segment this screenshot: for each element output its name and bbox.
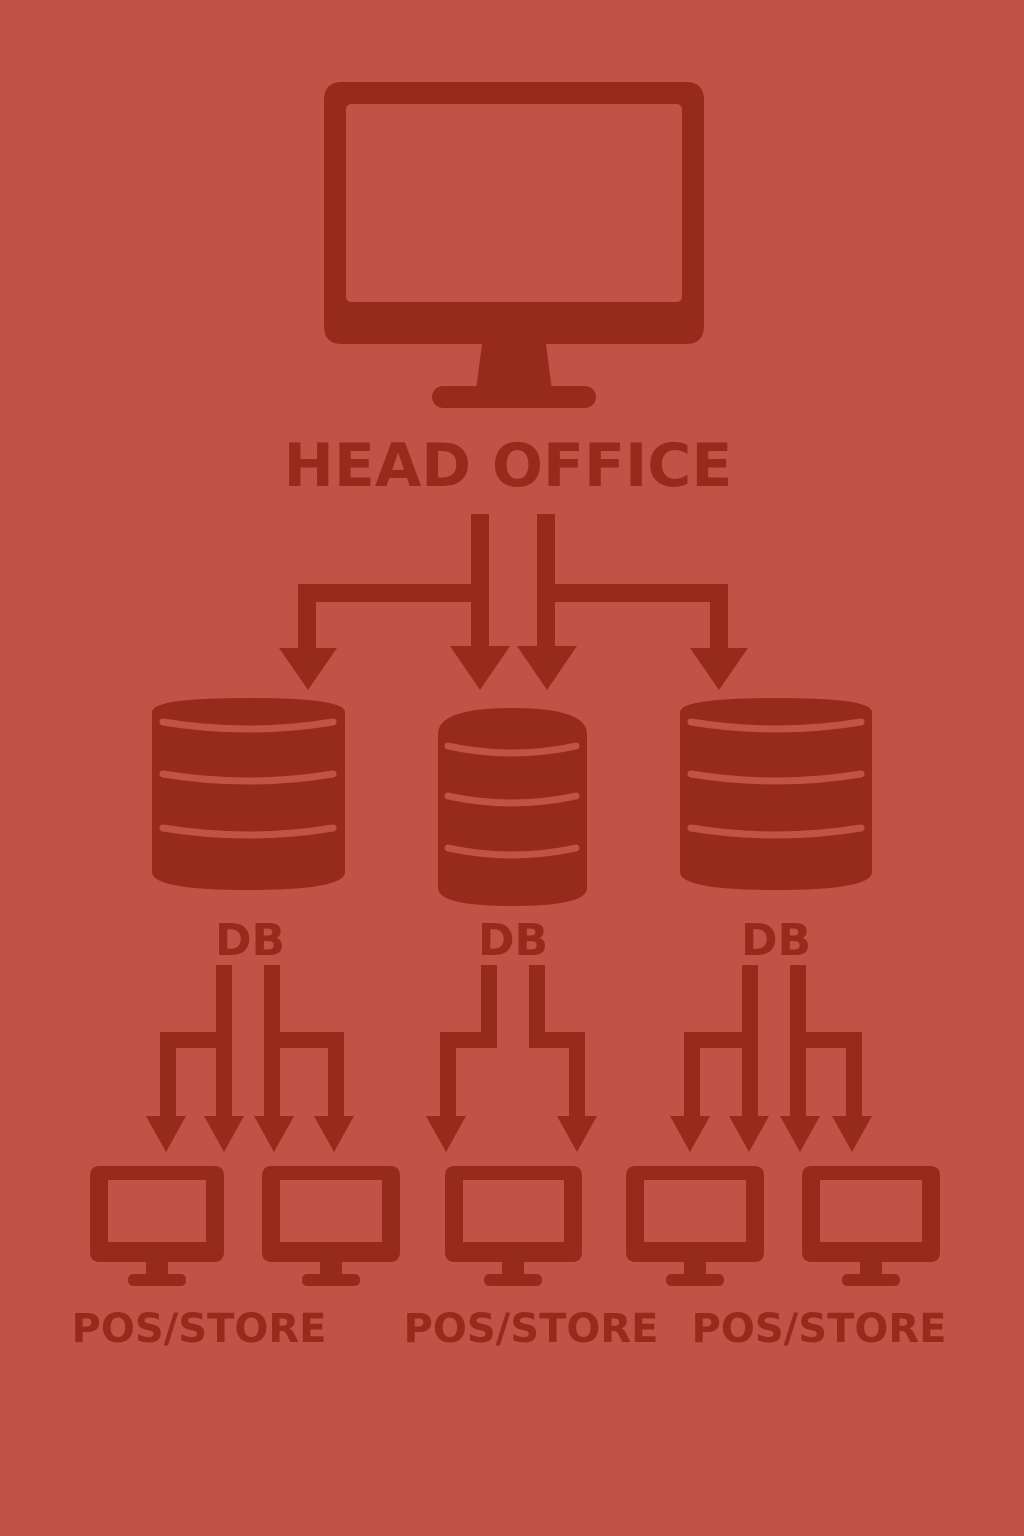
store-monitor-icon-2	[262, 1166, 400, 1286]
db-label-3: DB	[741, 915, 811, 966]
database-icon-2	[438, 708, 587, 906]
store-label-1: POS/STORE	[72, 1306, 327, 1352]
store-label-2: POS/STORE	[404, 1306, 659, 1352]
store-monitor-icon-1	[90, 1166, 224, 1286]
db-label-1: DB	[215, 915, 285, 966]
db2-to-store-arrows	[426, 965, 597, 1152]
database-icon-1	[152, 698, 345, 890]
store-monitor-icon-5	[802, 1166, 940, 1286]
head-office-label: HEAD OFFICE	[284, 431, 733, 501]
db3-to-store-arrows	[670, 965, 872, 1152]
store-monitor-icon-4	[626, 1166, 764, 1286]
head-office-to-db-arrows	[279, 514, 748, 690]
store-label-3: POS/STORE	[692, 1306, 947, 1352]
store-monitor-icon-3	[445, 1166, 582, 1286]
database-icon-3	[680, 698, 872, 890]
db1-to-store-arrows	[146, 965, 354, 1152]
db-label-2: DB	[478, 915, 548, 966]
head-office-monitor-icon	[324, 82, 704, 408]
